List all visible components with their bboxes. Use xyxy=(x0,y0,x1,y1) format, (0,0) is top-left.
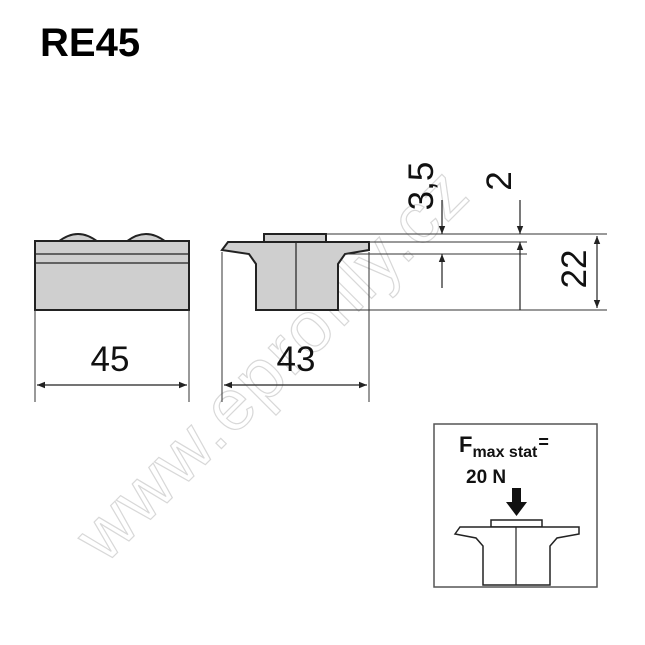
load-box: Fmax stat= 20 N xyxy=(433,423,598,588)
force-equals: = xyxy=(538,432,549,452)
dimension-3-5: 3,5 xyxy=(402,162,441,211)
front-view xyxy=(220,200,607,402)
side-view xyxy=(34,233,190,402)
force-label: Fmax stat= xyxy=(459,432,549,461)
load-arrow-icon xyxy=(506,488,527,516)
dimension-22: 22 xyxy=(555,250,594,289)
force-symbol: F xyxy=(459,432,472,457)
force-value: 20 N xyxy=(466,467,506,488)
dimension-43: 43 xyxy=(277,340,316,379)
dimension-45: 45 xyxy=(91,340,130,379)
page-title: RE45 xyxy=(40,21,140,65)
dimension-2: 2 xyxy=(480,171,519,190)
force-subscript: max stat xyxy=(472,444,538,461)
